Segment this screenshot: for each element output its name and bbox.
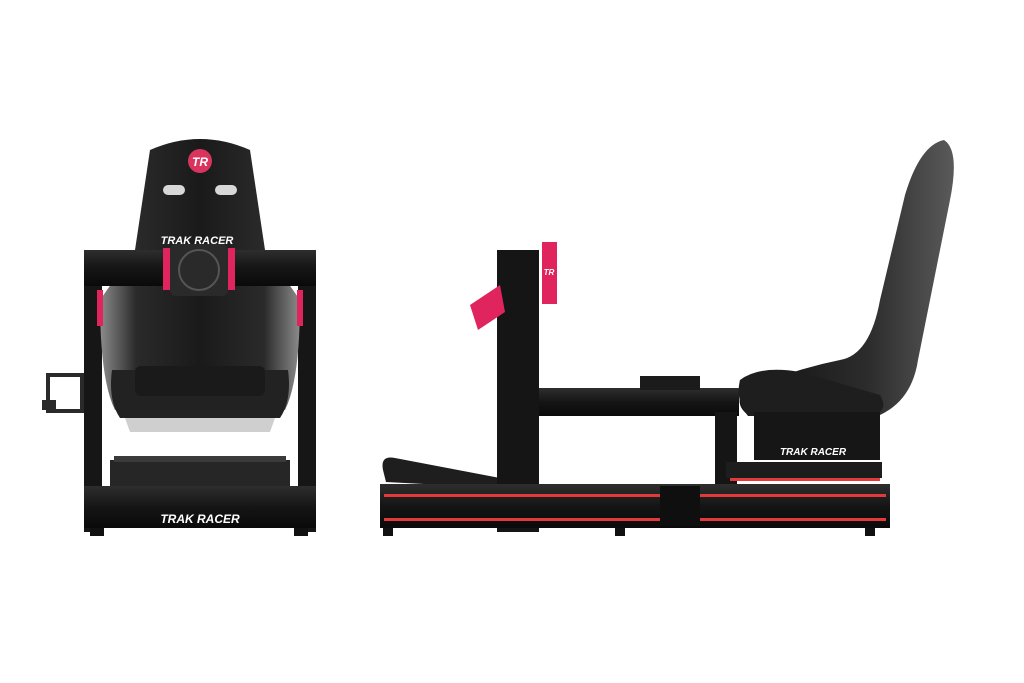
front-pedal-plate (110, 460, 290, 490)
side-pedal-tray (382, 457, 500, 488)
front-seat-base-silver (125, 418, 275, 432)
side-seat-bracket (754, 412, 880, 460)
side-pink-top-plate (542, 242, 557, 304)
side-base-bar (380, 484, 890, 528)
front-seat-harness-slot-left (163, 185, 185, 195)
front-seat-logo-text: TR (192, 155, 208, 169)
front-seat-logo (188, 149, 212, 173)
front-view: TR TRAK RACER TRAK RACER (42, 139, 316, 536)
side-foot-2 (615, 528, 625, 536)
side-rail-clamp (640, 376, 700, 390)
front-pink-side-left (97, 290, 103, 326)
front-shifter-mount (46, 373, 84, 413)
side-red-stripe-top (384, 494, 886, 497)
front-pink-bracket-left (163, 248, 170, 290)
front-foot-left (90, 528, 104, 536)
front-pedal-plate-top (114, 456, 286, 462)
side-seat-slider (726, 462, 882, 478)
front-pink-bracket-right (228, 248, 235, 290)
side-view: TR TRAK RACER (380, 140, 954, 536)
front-base-brand-text: TRAK RACER (160, 512, 240, 526)
side-rear-stripe (730, 478, 880, 481)
side-red-stripe-bottom (384, 518, 886, 521)
side-bracket-brand-text: TRAK RACER (780, 447, 847, 458)
front-base-bar (84, 486, 316, 528)
side-seat-cushion (738, 369, 884, 416)
front-pink-side-right (297, 290, 303, 326)
side-horizontal-rail (539, 388, 739, 416)
front-shifter-clamp (42, 400, 56, 410)
front-foot-right (294, 528, 308, 536)
front-seat-harness-slot-right (215, 185, 237, 195)
side-seat-shell (739, 140, 954, 415)
side-logo-text: TR (544, 268, 555, 277)
side-foot-3 (865, 528, 875, 536)
side-foot-1 (383, 528, 393, 536)
front-seat-cushion-center (135, 366, 265, 396)
side-base-joint (660, 486, 700, 526)
side-pink-wheel-bracket (470, 285, 505, 330)
front-wheel-mount-circle (178, 249, 220, 291)
